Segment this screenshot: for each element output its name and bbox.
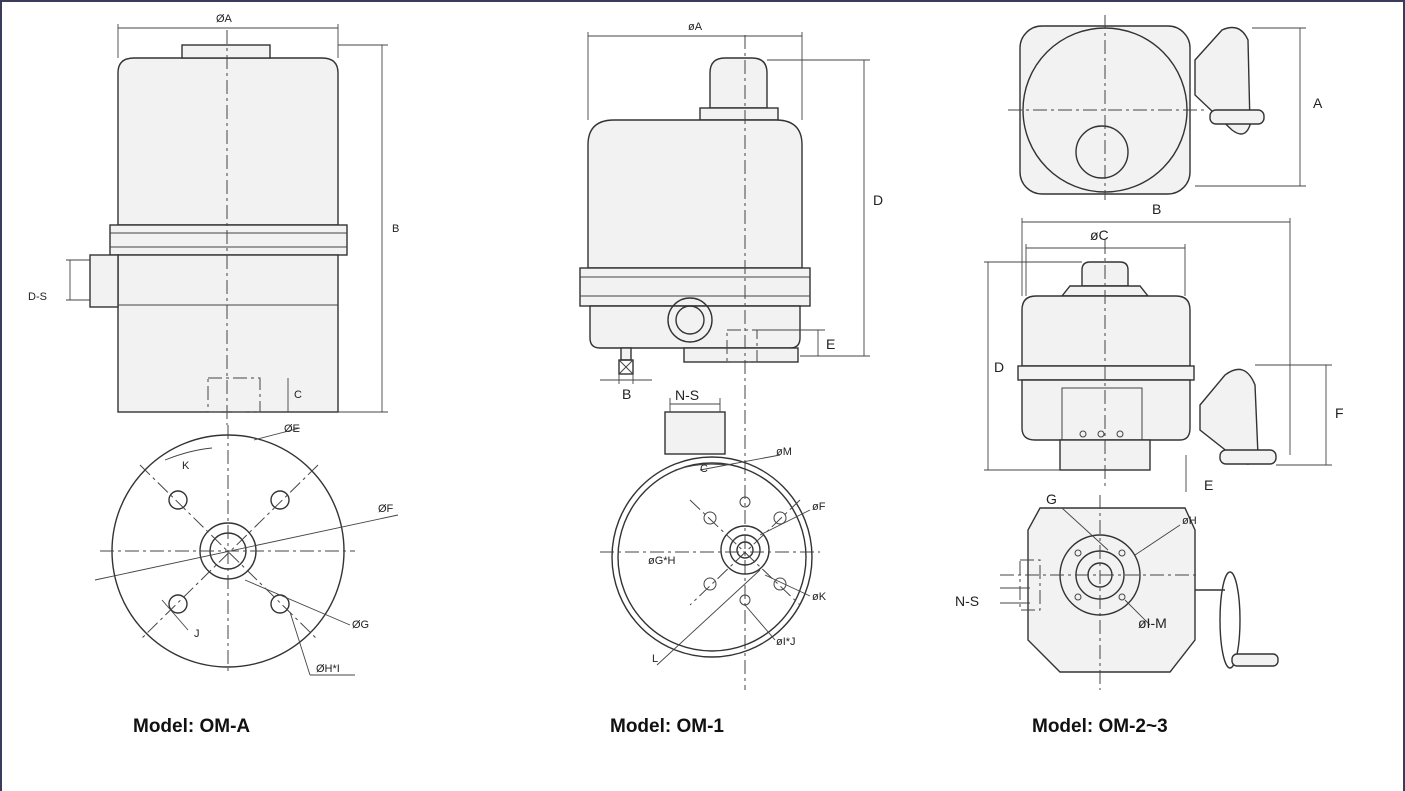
om-a-drawing bbox=[66, 24, 399, 676]
om-a-label-d-s: D-S bbox=[28, 291, 47, 303]
om-2-3-side-view bbox=[984, 218, 1332, 492]
om-a-label-dia-a: ØA bbox=[216, 13, 233, 25]
om-a-label-k: K bbox=[182, 460, 190, 472]
om-2-3-label-n-s: N-S bbox=[955, 593, 979, 609]
om-1-label-n-s: N-S bbox=[675, 387, 699, 403]
om-2-3-label-a: A bbox=[1313, 95, 1323, 111]
om-2-3-label-f: F bbox=[1335, 405, 1344, 421]
om-a-bottom-view bbox=[94, 425, 399, 676]
om-a-label-dia-e: ØE bbox=[284, 423, 300, 435]
om-1-label-dia-f: øF bbox=[812, 501, 826, 513]
om-1-drawing bbox=[579, 32, 870, 690]
caption-om-1: Model: OM-1 bbox=[610, 716, 724, 737]
om-2-3-top-view bbox=[1008, 15, 1306, 200]
om-1-label-l: L bbox=[652, 653, 658, 665]
om-2-3-label-g: G bbox=[1046, 491, 1057, 507]
om-a-side-view bbox=[66, 24, 388, 425]
om-2-3-label-e: E bbox=[1204, 477, 1213, 493]
om-2-3-label-dia-c: øC bbox=[1090, 227, 1109, 243]
om-1-label-d: D bbox=[873, 192, 883, 208]
om-2-3-bottom-view bbox=[1000, 495, 1279, 690]
caption-om-2-3: Model: OM-2~3 bbox=[1032, 716, 1168, 737]
om-2-3-label-dia-h: øH bbox=[1182, 515, 1197, 527]
om-1-label-dia-k: øK bbox=[812, 591, 827, 603]
om-a-label-b: B bbox=[392, 223, 399, 235]
om-2-3-label-dia-i-m: øI-M bbox=[1138, 615, 1167, 631]
om-1-bottom-view bbox=[600, 398, 820, 666]
om-1-label-dia-g-h: øG*H bbox=[648, 555, 676, 567]
om-1-label-e: E bbox=[826, 336, 835, 352]
om-2-3-label-d: D bbox=[994, 359, 1004, 375]
om-1-label-dia-i-j: øI*J bbox=[776, 636, 796, 648]
om-a-label-dia-g: ØG bbox=[352, 619, 369, 631]
om-a-label-c: C bbox=[294, 389, 302, 401]
om-1-label-c: C bbox=[700, 463, 708, 475]
om-1-label-b: B bbox=[622, 386, 631, 402]
om-1-label-dia-m: øM bbox=[776, 446, 792, 458]
om-a-label-j: J bbox=[194, 628, 200, 640]
om-1-side-view bbox=[579, 32, 870, 690]
om-a-label-dia-h-i: ØH*I bbox=[316, 663, 340, 675]
om-2-3-drawing bbox=[984, 15, 1332, 690]
om-1-label-dia-a: øA bbox=[688, 21, 703, 33]
caption-om-a: Model: OM-A bbox=[133, 716, 251, 737]
om-2-3-label-b: B bbox=[1152, 201, 1161, 217]
om-a-label-dia-f: ØF bbox=[378, 503, 394, 515]
